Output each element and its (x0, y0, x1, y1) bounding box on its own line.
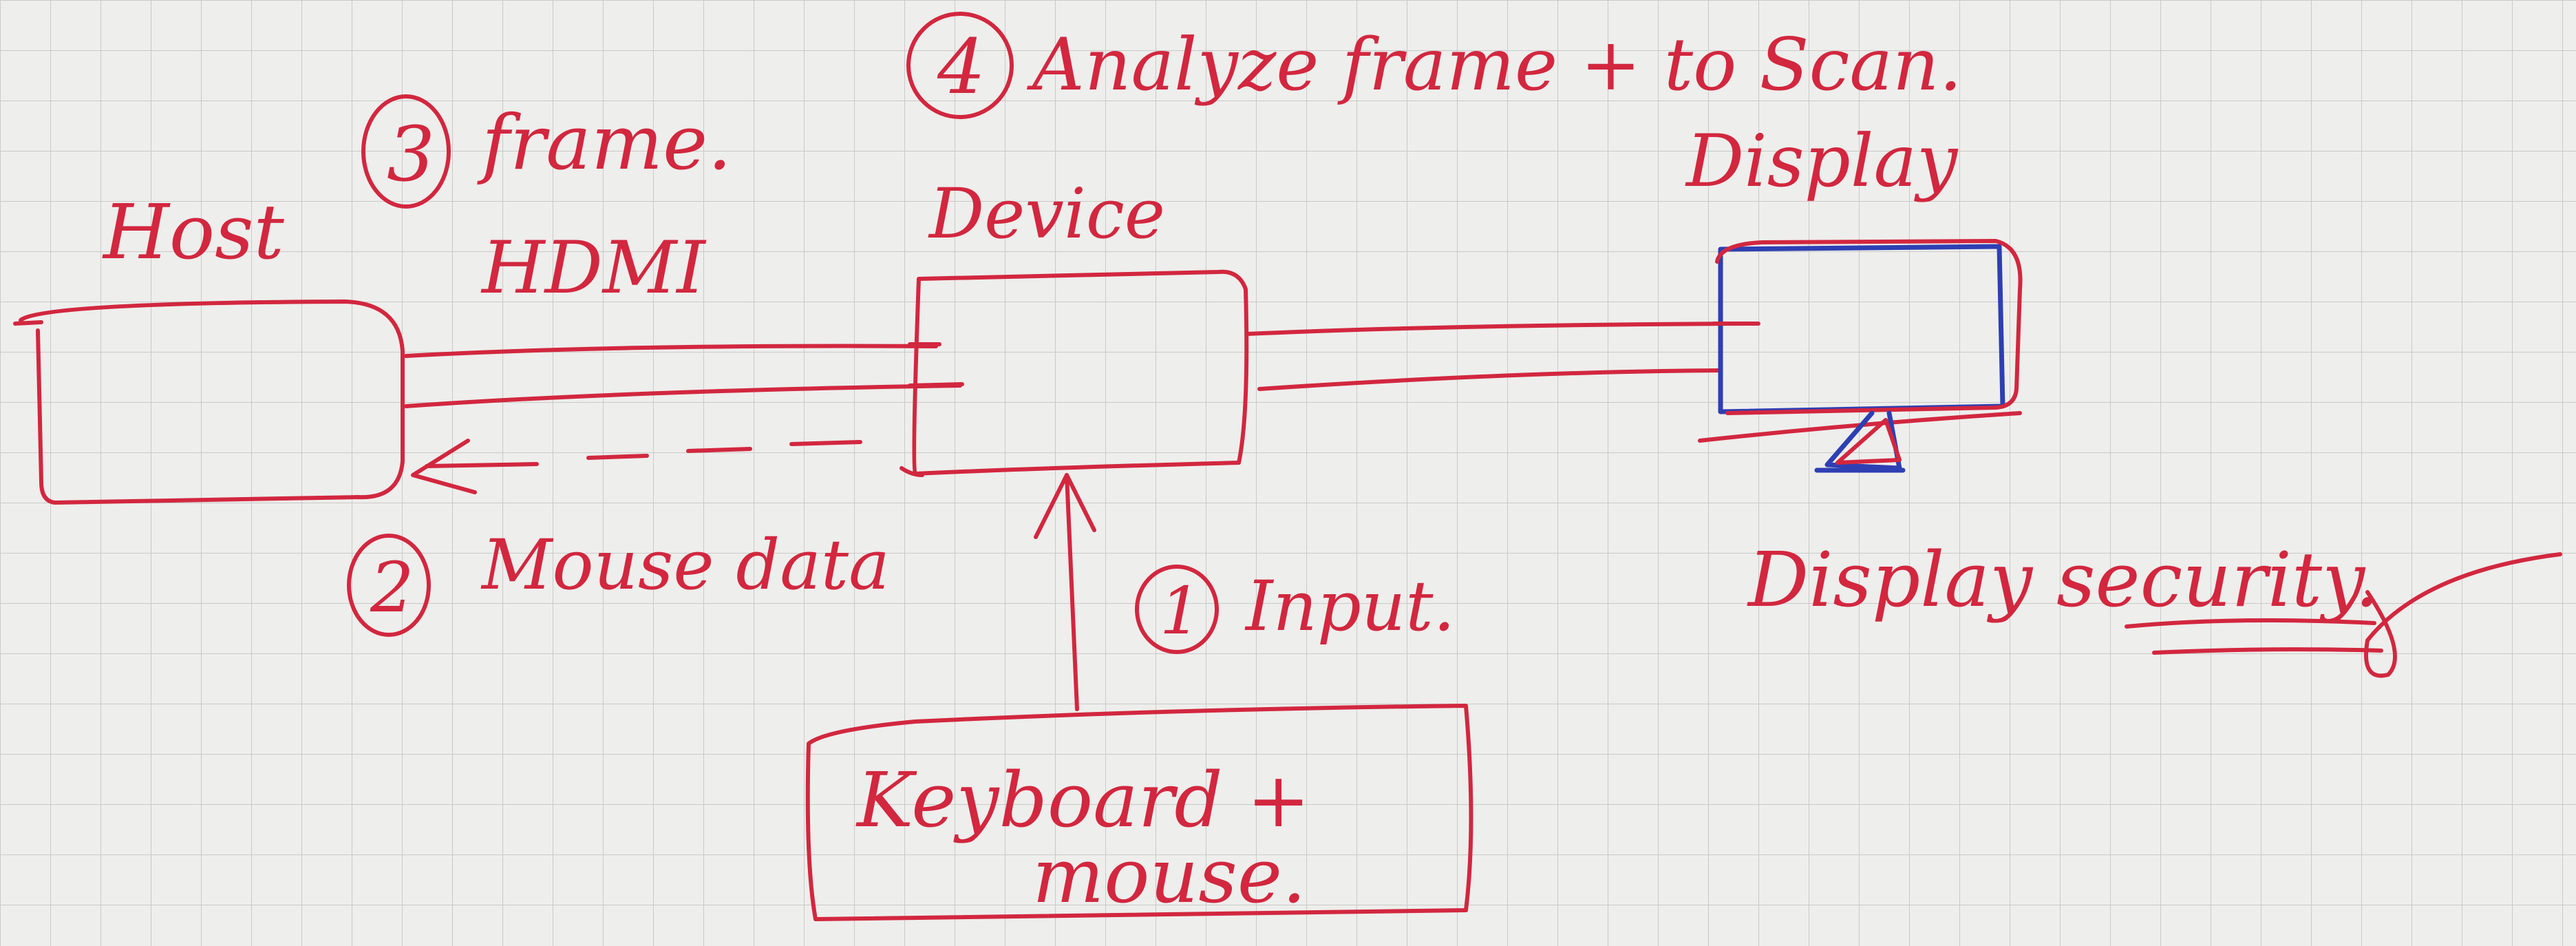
step-2-number: 2 (370, 547, 414, 628)
security-swash (2364, 552, 2562, 678)
step-1-annotation: 1 Input. (1135, 565, 1455, 654)
step-3-text: frame. (477, 98, 732, 187)
device-box (912, 269, 1249, 476)
step-1-number: 1 (1160, 574, 1201, 649)
input-arrow (1034, 473, 1096, 711)
display-line-bottom (1257, 368, 1723, 391)
display-monitor (1698, 239, 2023, 473)
step-3-annotation: 3 frame. (361, 94, 732, 209)
monitor-screen-red (1715, 239, 2023, 415)
display-label: Display (1685, 119, 1959, 203)
security-underline-1 (2125, 618, 2376, 629)
step-2-text: Mouse data (480, 525, 890, 605)
step-4-text: Analyze frame + to Scan. (1027, 23, 1962, 107)
keyboard-mouse-line1: Keyboard + (855, 756, 1310, 844)
keyboard-mouse-line2: mouse. (1032, 832, 1306, 920)
device-port-tick-2 (908, 382, 964, 388)
hdmi-line-top (404, 344, 938, 358)
host-box-tick (13, 320, 43, 326)
hdmi-label: HDMI (480, 226, 707, 310)
device-label: Device (928, 174, 1165, 254)
device-box-bottom-extra (900, 466, 924, 477)
hdmi-line-bottom (404, 383, 962, 408)
step-3-number: 3 (387, 110, 435, 198)
keyboard-mouse-box (805, 704, 1473, 921)
host-box (19, 299, 405, 505)
monitor-stand-red (1835, 418, 1902, 465)
step-1-text: Input. (1244, 566, 1455, 647)
mouse-data-arrow (411, 439, 862, 494)
step-4-number: 4 (937, 23, 986, 111)
step-2-annotation: 2 Mouse data (347, 525, 890, 637)
step-4-annotation: 4 Analyze frame + to Scan. (906, 12, 1962, 119)
display-security-text: Display security. (1747, 536, 2379, 624)
security-underline-2 (2152, 647, 2383, 655)
display-line-top (1245, 322, 1757, 336)
display-security-annotation: Display security. (1747, 536, 2562, 678)
host-label: Host (102, 188, 285, 276)
